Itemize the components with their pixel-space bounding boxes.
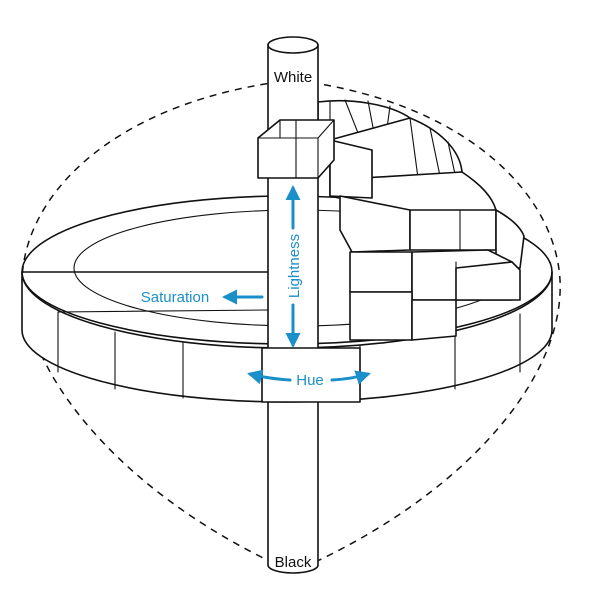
saturation-label: Saturation — [141, 289, 209, 306]
white-label: White — [274, 69, 312, 86]
lightness-axis-bottom — [267, 394, 319, 574]
hue-ring-band — [21, 271, 553, 403]
pole-collar-edges — [257, 119, 335, 179]
hue-label: Hue — [296, 372, 324, 389]
lightness-axis-top-cap — [267, 36, 319, 54]
saturation-slice-line-lower — [57, 309, 269, 313]
lightness-label: Lightness — [286, 234, 303, 298]
black-label: Black — [275, 554, 312, 571]
color-tree-blocks — [317, 99, 525, 341]
hue-arrow — [247, 369, 371, 385]
